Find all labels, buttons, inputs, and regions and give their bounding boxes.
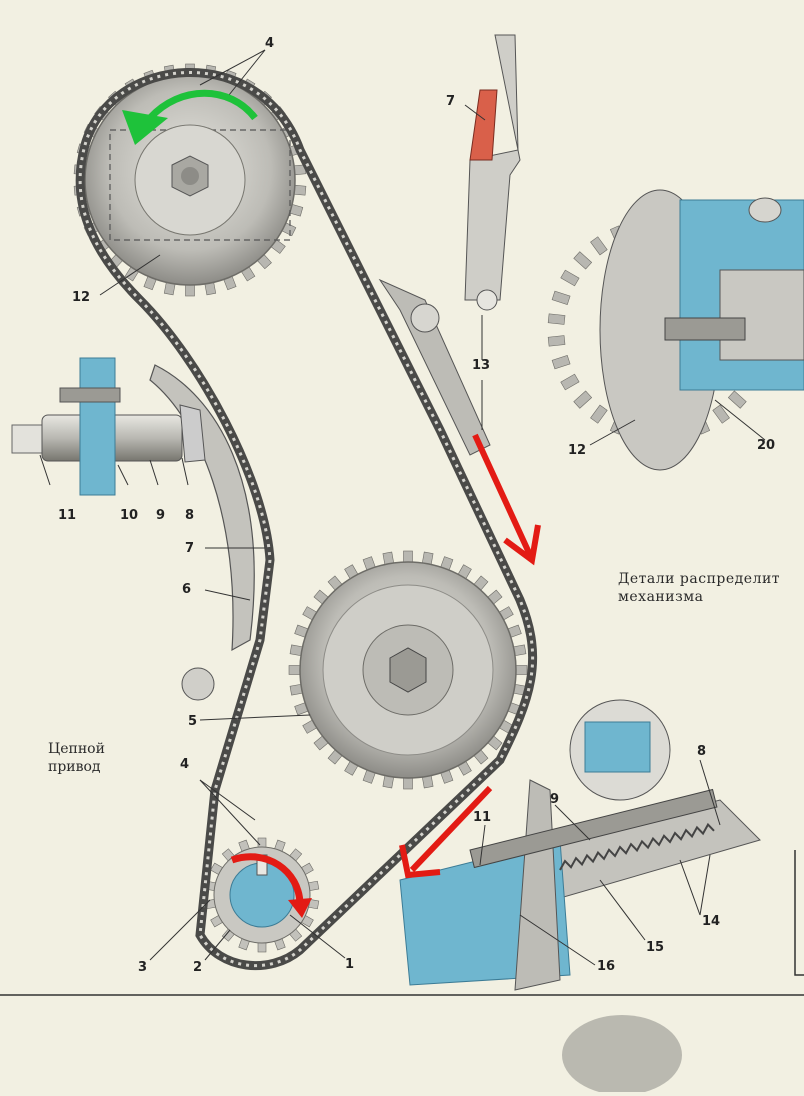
caption-line: механизма [618,589,704,605]
camshaft-cutaway [547,189,804,471]
callout-label: 16 [597,959,616,974]
gear-tooth [560,269,580,287]
gear-tooth [551,355,571,370]
gear-tooth [547,335,566,347]
callout-label: 11 [58,508,77,523]
callout-label: 8 [185,508,195,523]
callout-label: 11 [473,810,492,825]
callout-label: 1 [345,957,355,972]
chain-damper [378,278,491,456]
callout-label: 12 [72,290,91,305]
callout-label: 14 [702,914,721,929]
tensioner-assembly-left [11,357,206,496]
callout-label: 10 [120,508,139,523]
caption-line: привод [48,759,101,775]
callout-label: 20 [757,438,776,453]
red-arrow-chain-right [472,433,533,557]
green-arrowhead [122,110,168,145]
callout-label: 4 [180,757,190,772]
green-rotation-arrow [147,89,258,121]
red-arrowhead-chain-right [503,524,541,566]
callout-label: 12 [568,443,587,458]
red-arrow-chain-bottom [409,785,493,873]
caption-line: Детали распределит [618,571,781,587]
gear-tooth [547,313,566,325]
caption-chain-drive: Цепной привод [48,740,105,776]
tensioner-cutaway [399,699,761,991]
red-arrowhead-crank [288,898,312,918]
callout-label: 3 [138,960,148,975]
gear-tooth [573,390,593,409]
red-arrowhead-chain-bottom [399,844,441,879]
caption-valve-parts: Детали распределит механизма [618,570,780,606]
gear-tooth [551,290,571,305]
tensioner-spring [559,822,715,871]
gear-tooth [590,404,608,424]
callout-label: 6 [182,582,192,597]
gear-tooth [712,404,730,424]
side-frame [794,850,804,976]
callout-label: 13 [472,358,491,373]
damper-detail [464,34,521,311]
callout-label: 7 [446,94,456,109]
leader-lines [39,49,766,966]
red-rotation-arrow-crank [230,853,304,906]
callout-label: 8 [697,744,707,759]
gear-tooth [573,251,593,270]
gear-tooth [727,390,747,409]
caption-line: Цепной [48,741,105,757]
gear-tooth [560,373,580,391]
callout-label: 9 [156,508,166,523]
callout-label: 5 [188,714,198,729]
intermediate-sprocket [288,550,528,790]
callout-label: 4 [265,36,275,51]
gear-tooth [590,236,608,256]
callout-label: 7 [185,541,195,556]
callout-label: 15 [646,940,665,955]
callout-label: 9 [550,792,560,807]
callout-label: 2 [193,960,203,975]
paper-stain [562,1015,682,1095]
